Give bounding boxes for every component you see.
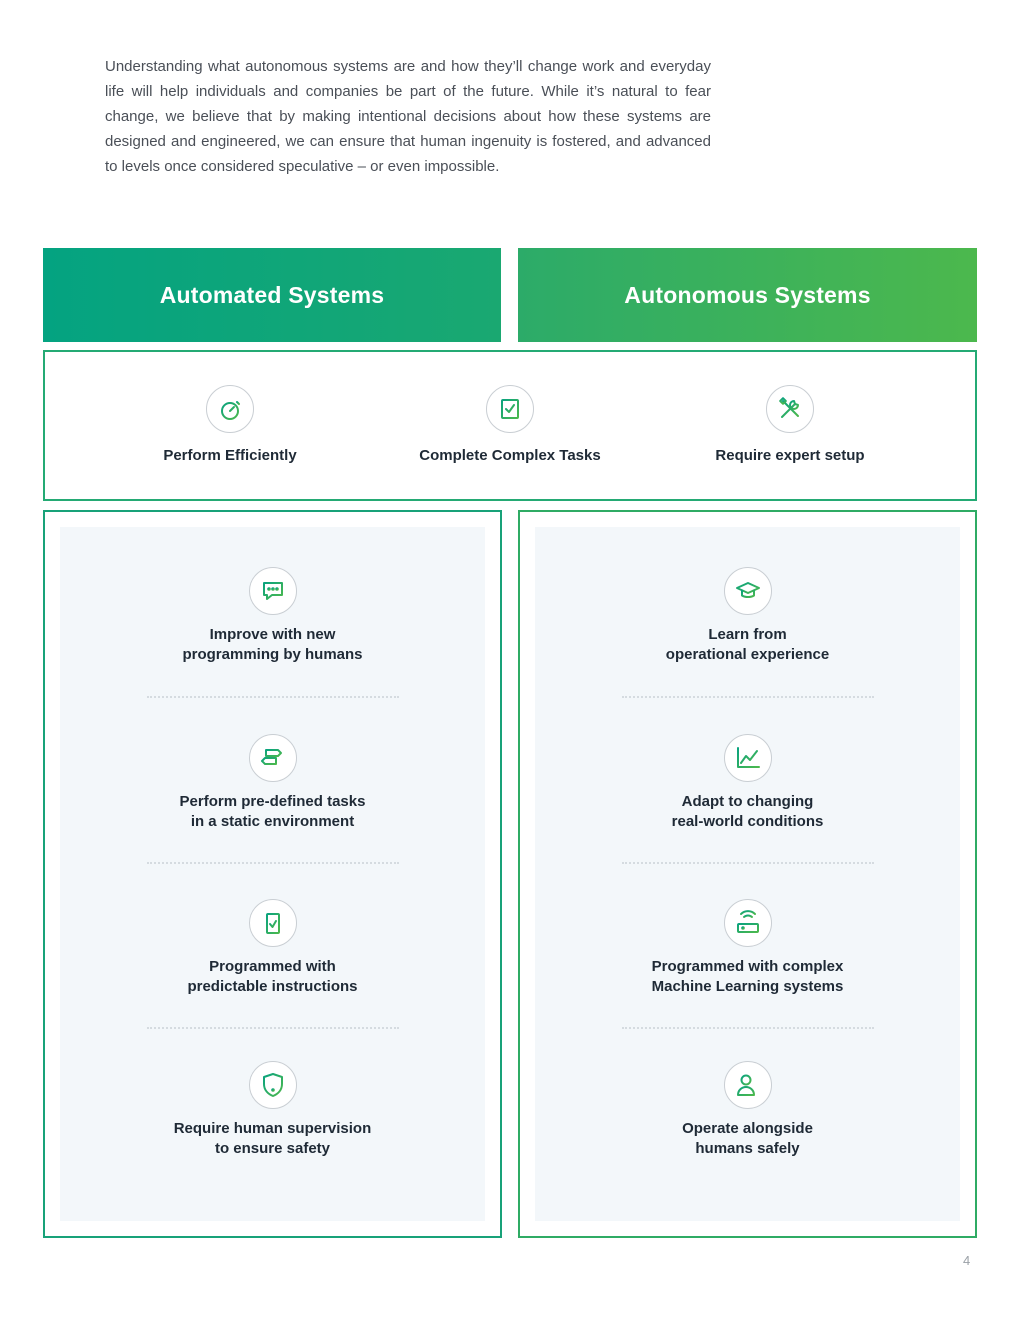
feature-line-2: humans safely: [695, 1140, 800, 1157]
automated-feature-item: Improve with new programming by humans: [60, 567, 485, 665]
autonomous-systems-list: Learn from operational experience Adapt t…: [535, 527, 960, 1221]
automated-feature-item: Require human supervision to ensure safet…: [60, 1061, 485, 1159]
stopwatch-icon: [206, 385, 254, 433]
divider: [147, 862, 399, 864]
intro-paragraph: Understanding what autonomous systems ar…: [105, 58, 711, 175]
feature-line-1: Programmed with complex: [651, 958, 844, 975]
divider: [622, 1027, 874, 1029]
trait-label: Complete Complex Tasks: [419, 447, 601, 464]
feature-line-1: Programmed with: [209, 958, 336, 975]
divider: [147, 696, 399, 698]
divider: [622, 696, 874, 698]
automated-systems-panel: Improve with new programming by humans Pe…: [43, 510, 502, 1238]
trait-label: Require expert setup: [715, 447, 865, 464]
feature-line-1: Learn from: [708, 626, 787, 643]
feature-line-2: operational experience: [665, 646, 830, 663]
automated-systems-header: Automated Systems: [43, 248, 501, 342]
feature-line-1: Require human supervision: [173, 1120, 372, 1137]
trait-perform-efficiently: Perform Efficiently: [90, 352, 370, 464]
chat-bubble-icon: [248, 567, 297, 615]
feature-line-1: Adapt to changing: [681, 793, 814, 810]
feature-line-2: to ensure safety: [214, 1140, 331, 1157]
autonomous-feature-item: Adapt to changing real-world conditions: [535, 734, 960, 832]
signpost-icon: [248, 734, 297, 782]
feature-line-1: Perform pre-defined tasks: [179, 793, 366, 810]
feature-line-2: Machine Learning systems: [651, 978, 844, 995]
autonomous-systems-title: Autonomous Systems: [624, 281, 871, 308]
divider: [147, 1027, 399, 1029]
feature-line-1: Improve with new: [209, 626, 336, 643]
divider: [622, 862, 874, 864]
add-user-icon: [723, 1061, 772, 1109]
autonomous-systems-panel: Learn from operational experience Adapt t…: [518, 510, 977, 1238]
automated-feature-item: Programmed with predictable instructions: [60, 899, 485, 997]
page-number: 4: [963, 1253, 971, 1268]
feature-line-2: real-world conditions: [671, 813, 824, 830]
automated-systems-title: Automated Systems: [159, 281, 385, 308]
checklist-icon: [486, 385, 534, 433]
line-chart-icon: [723, 734, 772, 782]
autonomous-feature-item: Operate alongside humans safely: [535, 1061, 960, 1159]
tools-icon: [766, 385, 814, 433]
automated-systems-list: Improve with new programming by humans Pe…: [60, 527, 485, 1221]
router-icon: [723, 899, 772, 947]
clipboard-check-icon: [248, 899, 297, 947]
autonomous-systems-header: Autonomous Systems: [518, 248, 977, 342]
trait-label: Perform Efficiently: [163, 447, 297, 464]
trait-complete-complex-tasks: Complete Complex Tasks: [370, 352, 650, 464]
feature-line-2: predictable instructions: [187, 978, 358, 995]
feature-line-2: programming by humans: [182, 646, 363, 663]
feature-line-2: in a static environment: [190, 813, 355, 830]
autonomous-feature-item: Learn from operational experience: [535, 567, 960, 665]
shared-traits-box: Perform Efficiently Complete Complex Tas…: [43, 350, 977, 501]
shield-alert-icon: [248, 1061, 297, 1109]
feature-line-1: Operate alongside: [682, 1120, 813, 1137]
automated-feature-item: Perform pre-defined tasks in a static env…: [60, 734, 485, 832]
graduation-cap-icon: [723, 567, 772, 615]
trait-require-expert-setup: Require expert setup: [650, 352, 930, 464]
